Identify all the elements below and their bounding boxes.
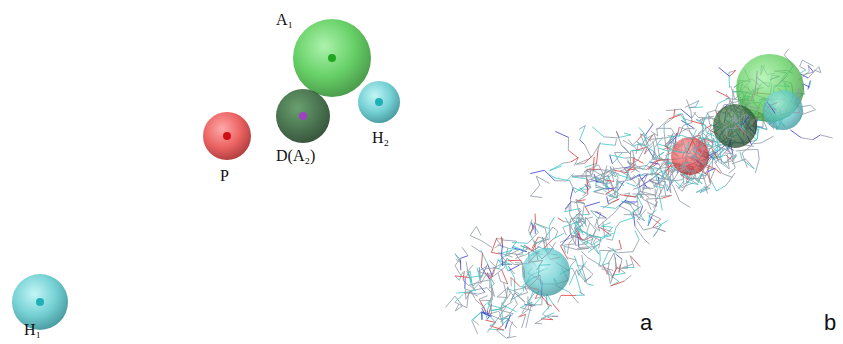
panel-letter: a (640, 312, 652, 334)
pharmacophore-sphere: H₁ (11, 273, 69, 331)
feature-label: H₁ (24, 322, 41, 338)
panel-letter: b (824, 312, 836, 334)
feature-label: D(A₂) (276, 148, 315, 164)
sphere-shape (292, 18, 372, 98)
pharmacophore-sphere: A₁ (292, 18, 372, 98)
pharmacophore-sphere: P (202, 111, 252, 161)
sphere-shape (202, 111, 252, 161)
feature-label: H₂ (372, 130, 389, 146)
pharmacophore-sphere: D(A₂) (275, 88, 331, 144)
sphere-shape (275, 88, 331, 144)
feature-label: P (220, 168, 229, 184)
sphere-shape (357, 80, 401, 124)
pharmacophore-sphere: H₂ (357, 80, 401, 124)
feature-label: A₁ (276, 12, 293, 28)
